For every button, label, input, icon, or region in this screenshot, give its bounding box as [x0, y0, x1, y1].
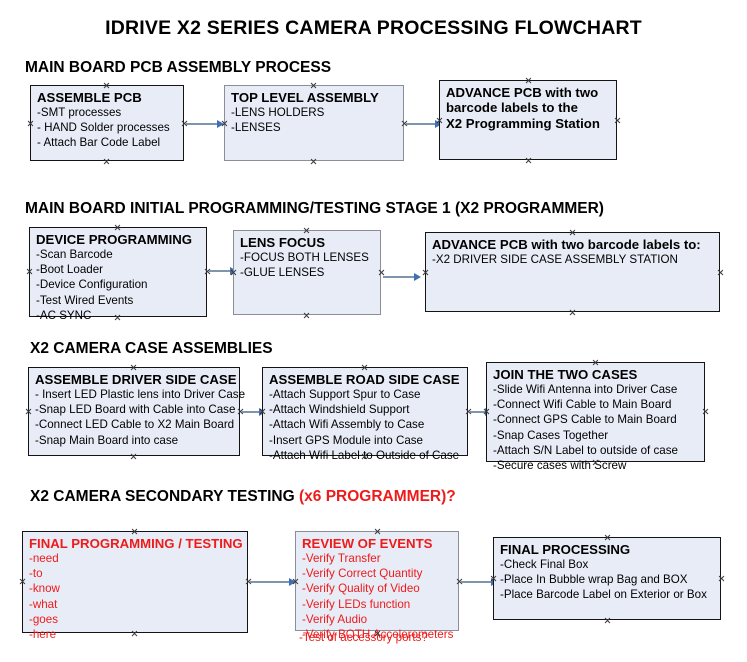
node-line: -Device Configuration — [36, 278, 148, 292]
section-heading-text: MAIN BOARD PCB ASSEMBLY PROCESS — [25, 59, 332, 76]
node-assemble-driver-side-case[interactable]: ASSEMBLE DRIVER SIDE CASE - Insert LED P… — [28, 367, 246, 456]
arrow-lens-focus-to-advance-pcb — [383, 272, 421, 282]
section-heading-x2-camera-secondary-testing: X2 CAMERA SECONDARY TESTING (x6 PROGRAMM… — [30, 488, 456, 506]
node-line: -Verify Correct Quantity — [302, 567, 423, 581]
arrow-final-programming-to-review-of-events — [250, 577, 296, 587]
node-top-level-assembly[interactable]: TOP LEVEL ASSEMBLY -LENS HOLDERS -LENSES — [224, 85, 404, 161]
node-title: ASSEMBLE ROAD SIDE CASE — [269, 372, 460, 387]
section-heading-accent: (x6 PROGRAMMER)? — [299, 488, 456, 505]
node-title: FINAL PROCESSING — [500, 542, 631, 557]
node-title: DEVICE PROGRAMMING — [36, 232, 193, 247]
node-line: -Attach Windshield Support — [269, 403, 410, 417]
node-advance-pcb-to-driver-side-case-station[interactable]: ADVANCE PCB with two barcode labels to: … — [425, 232, 720, 312]
node-review-of-events[interactable]: REVIEW OF EVENTS -Verify Transfer -Verif… — [295, 531, 459, 641]
node-line: - Attach Bar Code Label — [37, 136, 161, 150]
node-line: -FOCUS BOTH LENSES — [240, 251, 369, 265]
node-line: -Snap Main Board into case — [35, 433, 179, 447]
node-title: REVIEW OF EVENTS — [302, 536, 433, 551]
node-line: - Insert LED Plastic lens into Driver Ca… — [35, 388, 246, 402]
node-line: -goes — [29, 612, 59, 626]
node-line: -Place Barcode Label on Exterior or Box — [500, 588, 707, 602]
section-heading-main-board-pcb-assembly-process: MAIN BOARD PCB ASSEMBLY PROCESS — [25, 59, 331, 77]
node-line: -here — [29, 627, 57, 641]
node-line: -Check Final Box — [500, 558, 589, 572]
section-heading-text: X2 CAMERA SECONDARY TESTING — [30, 488, 299, 505]
node-line: -AC SYNC — [36, 308, 92, 322]
node-line: -Attach Support Spur to Case — [269, 388, 421, 402]
node-title-line3: X2 Programming Station — [446, 115, 600, 131]
node-line: -Attach S/N Label to outside of case — [493, 443, 678, 457]
node-title: JOIN THE TWO CASES — [493, 367, 638, 382]
node-line: -Verify Transfer — [302, 552, 381, 566]
section-heading-x2-camera-case-assemblies: X2 CAMERA CASE ASSEMBLIES — [30, 340, 273, 358]
arrow-assemble-pcb-to-top-level-assembly — [186, 119, 224, 129]
node-assemble-road-side-case[interactable]: ASSEMBLE ROAD SIDE CASE -Attach Support … — [262, 367, 468, 462]
node-line: -Verify Audio — [302, 612, 368, 626]
arrow-top-level-assembly-to-advance-pcb — [406, 119, 442, 129]
node-line: -LENSES — [231, 121, 281, 135]
section-heading-text: MAIN BOARD INITIAL PROGRAMMING/TESTING S… — [25, 200, 604, 217]
node-line: -GLUE LENSES — [240, 266, 325, 280]
node-line: -to — [29, 567, 43, 581]
node-line: -Snap Cases Together — [493, 428, 609, 442]
node-line: -Scan Barcode — [36, 248, 113, 262]
page-title: IDRIVE X2 SERIES CAMERA PROCESSING FLOWC… — [105, 17, 642, 39]
node-line: -Connect GPS Cable to Main Board — [493, 413, 677, 427]
node-title: LENS FOCUS — [240, 235, 325, 250]
node-line: -Insert GPS Module into Case — [269, 433, 424, 447]
node-line: -Connect Wifi Cable to Main Board — [493, 398, 672, 412]
node-line: -Attach Wifi Label to Outside of Case — [269, 448, 460, 462]
node-line: -SMT processes — [37, 106, 122, 120]
node-assemble-pcb[interactable]: ASSEMBLE PCB -SMT processes - HAND Solde… — [30, 85, 184, 161]
node-line: - HAND Solder processes — [37, 121, 170, 135]
node-line: -Verify BOTH Accelerometers — [302, 627, 454, 641]
node-final-programming-testing[interactable]: FINAL PROGRAMMING / TESTING -need -to -k… — [22, 531, 248, 641]
section-heading-text: X2 CAMERA CASE ASSEMBLIES — [30, 340, 273, 357]
section-heading-main-board-initial-programming: MAIN BOARD INITIAL PROGRAMMING/TESTING S… — [25, 200, 604, 218]
node-line: -Secure cases with Screw — [493, 458, 627, 472]
node-line: -know — [29, 582, 60, 596]
node-line: -Connect LED Cable to X2 Main Board — [35, 418, 235, 432]
node-title: ASSEMBLE PCB — [37, 90, 142, 105]
node-line: -Verify Quality of Video — [302, 582, 420, 596]
node-line: -Boot Loader — [36, 263, 104, 277]
node-final-processing[interactable]: FINAL PROCESSING -Check Final Box -Place… — [493, 537, 721, 620]
node-title-line2: barcode labels to the — [446, 100, 578, 116]
node-lens-focus[interactable]: LENS FOCUS -FOCUS BOTH LENSES -GLUE LENS… — [233, 230, 381, 315]
node-line: -Test Wired Events — [36, 293, 134, 307]
node-advance-pcb-to-programming-station[interactable]: ADVANCE PCB with two barcode labels to t… — [439, 80, 617, 160]
node-line: -Attach Wifi Assembly to Case — [269, 418, 425, 432]
node-title: ASSEMBLE DRIVER SIDE CASE — [35, 372, 237, 387]
node-join-the-two-cases[interactable]: JOIN THE TWO CASES -Slide Wifi Antenna i… — [486, 362, 705, 472]
node-line: -Slide Wifi Antenna into Driver Case — [493, 383, 678, 397]
node-line: -need — [29, 552, 59, 566]
node-title: ADVANCE PCB with two — [446, 85, 599, 100]
node-line: -LENS HOLDERS — [231, 106, 325, 120]
node-line-overflow: -Test of accessory ports? — [299, 631, 428, 644]
node-title: ADVANCE PCB with two barcode labels to: — [432, 237, 701, 252]
node-line: -what — [29, 597, 58, 611]
node-title: TOP LEVEL ASSEMBLY — [231, 90, 379, 105]
node-line: -X2 DRIVER SIDE CASE ASSEMBLY STATION — [432, 253, 678, 267]
node-title: FINAL PROGRAMMING / TESTING — [29, 536, 243, 551]
node-line: -Place In Bubble wrap Bag and BOX — [500, 573, 688, 587]
node-device-programming[interactable]: DEVICE PROGRAMMING -Scan Barcode -Boot L… — [29, 227, 207, 322]
node-line: -Snap LED Board with Cable into Case — [35, 403, 236, 417]
node-line: -Verify LEDs function — [302, 597, 411, 611]
